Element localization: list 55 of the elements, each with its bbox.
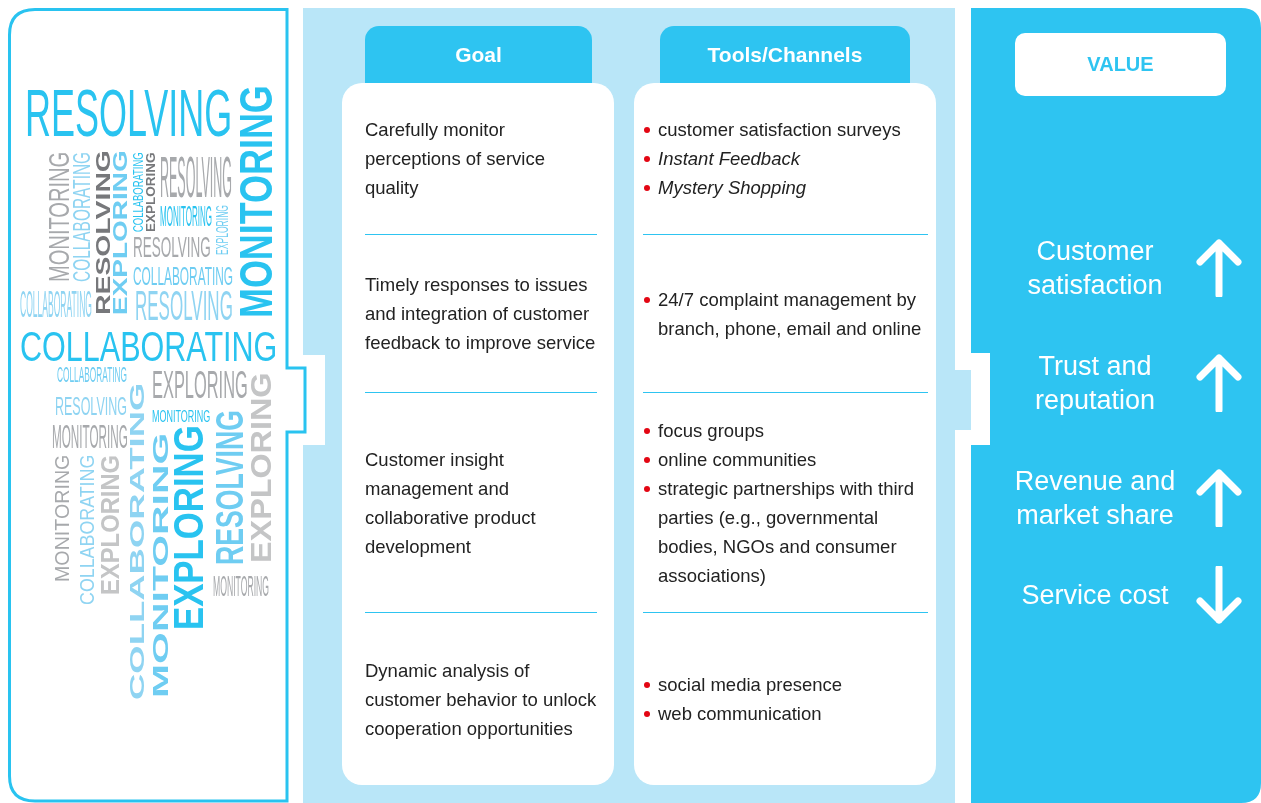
bullet-item: Instant Feedback <box>643 144 928 173</box>
word-cloud-word: EXPLORING <box>152 370 248 401</box>
bullet-item: web communication <box>643 699 928 728</box>
word-cloud-word: MONITORING <box>48 151 71 282</box>
word-cloud-word: COLLABORATING <box>80 454 96 605</box>
value-label: Revenue and market share <box>1013 464 1177 532</box>
bullet-item: social media presence <box>643 670 928 699</box>
word-cloud-word: COLLABORATING <box>20 330 278 364</box>
word-cloud-word: MONITORING <box>55 454 71 582</box>
value-panel <box>971 8 1261 803</box>
word-cloud-word: COLLABORATING <box>57 366 128 384</box>
goal-text: Timely responses to issues and integration of customer feedback to improve service <box>365 273 597 355</box>
column-header: Tools/Channels <box>660 26 910 83</box>
word-cloud-word: RESOLVING <box>25 88 233 140</box>
goal-text: Carefully monitor perceptions of service quality <box>365 118 546 200</box>
word-cloud-word: EXPLORING <box>100 454 121 595</box>
word-cloud-word: RESOLVING <box>160 155 232 200</box>
word-cloud-word: MONITORING <box>238 85 275 318</box>
word-cloud-word: RESOLVING <box>215 410 246 565</box>
word-cloud-word: MONITORING <box>52 425 128 451</box>
value-label: Trust and reputation <box>1033 349 1157 417</box>
column-card <box>342 83 614 785</box>
word-cloud-word: RESOLVING <box>133 236 211 259</box>
word-cloud-word: EXPLORING <box>250 372 273 563</box>
word-cloud-word: COLLABORATING <box>20 291 92 320</box>
value-label: Service cost <box>1020 579 1170 612</box>
bullet-item: focus groups <box>643 415 928 445</box>
bullet-item: Mystery Shopping <box>643 173 928 202</box>
goal-text: Dynamic analysis of customer behavior to unlock cooperation opportunities <box>365 658 597 741</box>
word-cloud-word: MONITORING <box>160 205 213 228</box>
word-cloud-word: MONITORING <box>213 575 270 598</box>
bullet-item: strategic partnerships with third parties (e.g., governmental bodies, NGOs and consumer associations) <box>643 473 928 590</box>
word-cloud-word: MONITORING <box>152 432 170 698</box>
word-cloud-word: RESOLVING <box>95 150 112 315</box>
word-cloud-word: MONITORING <box>152 410 211 424</box>
word-cloud-word: EXPLORING <box>146 152 157 232</box>
value-label: Customer satisfaction <box>1026 234 1164 302</box>
word-cloud-word: RESOLVING <box>135 290 233 323</box>
word-cloud-word: COLLABORATING <box>133 266 234 287</box>
word-cloud-word: RESOLVING <box>55 396 127 417</box>
word-cloud-word: COLLABORATING <box>73 151 92 282</box>
word-cloud-word: EXPLORING <box>217 205 230 255</box>
word-cloud-word: COLLABORATING <box>133 152 145 232</box>
goals-panel <box>303 8 971 803</box>
bullet-item: online communities <box>643 444 928 474</box>
column-card <box>634 83 936 785</box>
word-cloud-word: EXPLORING <box>172 425 206 630</box>
bullet-item: customer satisfaction surveys <box>643 115 928 144</box>
word-cloud-word: COLLABORATING <box>130 382 146 700</box>
word-cloud-panel <box>8 8 308 803</box>
bullet-item: 24/7 complaint management by branch, phone, email and online <box>643 284 928 343</box>
word-cloud-word: EXPLORING <box>113 150 129 315</box>
goal-text: Customer insight management and collaborative product development <box>365 447 537 559</box>
column-header: VALUE <box>1015 33 1226 96</box>
column-header: Goal <box>365 26 592 83</box>
